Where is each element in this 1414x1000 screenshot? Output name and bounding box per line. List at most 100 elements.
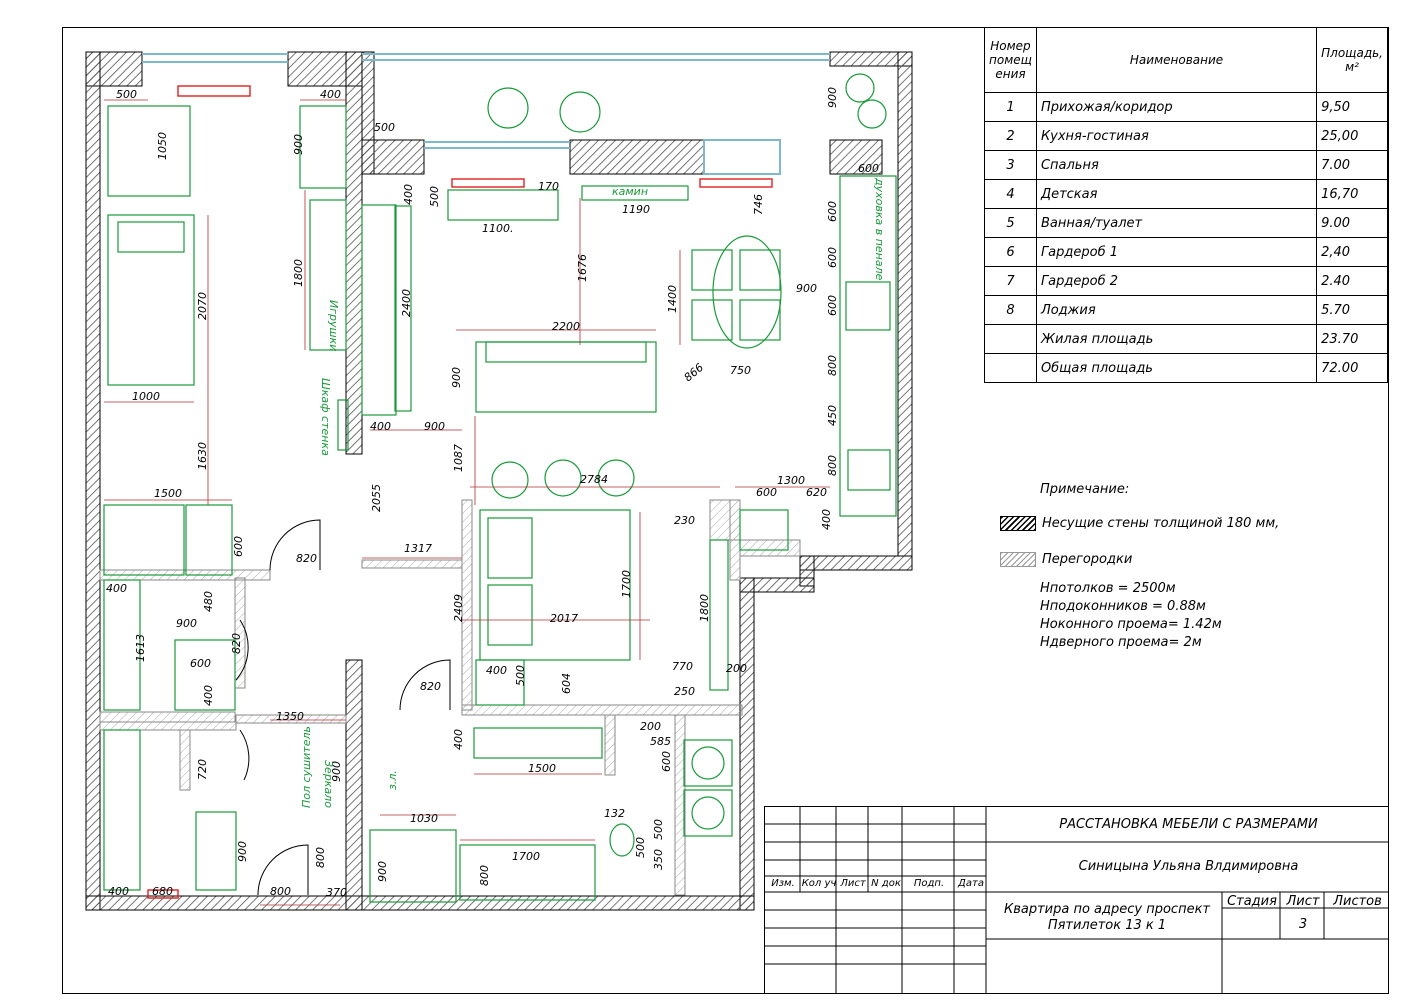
dim-text: 1087 [452,444,465,472]
dimension-texts: 500 400 500 1050 900 900 400 500 170 600… [106,87,879,899]
stage-label: Стадия [1227,894,1277,909]
cell-name: Общая площадь [1035,353,1318,383]
dim-text: 230 [674,514,695,527]
dim-text: 2055 [370,484,383,512]
cell-area: 23.70 [1316,324,1388,354]
room-table-header: Номер помещ ения Наименование Площадь, м… [984,27,1388,93]
address-text: Квартира по адресу проспект Пятилеток 13… [1003,902,1211,933]
toys-label: Игрушки [327,300,340,351]
dim-text: 500 [374,121,395,134]
sheet-label: Лист [1286,894,1320,909]
param-ceiling: Нпотолков = 2500м [1040,581,1176,596]
dim-text: 600 [190,657,211,670]
dim-text: 1800 [698,594,711,622]
dim-text: 800 [270,885,291,898]
dim-text: 585 [650,735,671,748]
plan-labels: камин Игрушки Шкаф стенка духовка в пена… [300,177,886,808]
dim-text: 1100. [482,222,514,235]
furniture [103,87,897,903]
cell-area: 2,40 [1316,237,1388,267]
dim-text: 900 [424,420,445,433]
wardrobe-wall-label: Шкаф стенка [319,378,332,456]
dim-text: 2409 [452,594,465,622]
partition-text: Перегородки [1042,552,1133,567]
dim-text: 720 [196,759,209,780]
dim-text: 680 [152,885,173,898]
dim-text: 800 [314,847,327,868]
cell-num: 1 [984,92,1037,122]
cell-num [984,324,1037,354]
dim-text: 600 [826,201,839,222]
header-name: Наименование [1035,27,1318,93]
dim-text: 400 [486,664,507,677]
dim-text: 1676 [576,254,589,282]
dim-text: 866 [682,361,706,384]
param-window: Ноконного проема= 1.42м [1040,617,1222,632]
dim-text: 1317 [404,542,432,555]
dim-text: 480 [202,591,215,612]
dim-text: 500 [652,819,665,840]
dim-text: 1190 [622,203,650,216]
dim-text: 2400 [400,289,413,317]
bearing-wall-text: Несущие стены толщиной 180 мм, [1042,516,1280,531]
title-text: РАССТАНОВКА МЕБЕЛИ С РАЗМЕРАМИ [1059,817,1318,832]
dim-text: 400 [202,685,215,706]
cell-name: Лоджия [1035,295,1318,325]
header-number: Номер помещ ения [984,27,1037,93]
dim-text: 500 [428,186,441,207]
notes-title: Примечание: [1040,482,1130,497]
col-podp: Подп. [913,878,945,889]
dim-text: 900 [292,134,305,155]
col-ndoc: N док [871,878,901,889]
param-door: Ндверного проема= 2м [1040,635,1202,650]
dim-text: 604 [560,673,573,694]
dim-text: 800 [826,355,839,376]
dim-text: 250 [674,685,695,698]
dim-text: 900 [176,617,197,630]
dim-text: 2200 [552,320,580,333]
cell-name: Гардероб 1 [1035,237,1318,267]
cell-num: 8 [984,295,1037,325]
title-block: РАССТАНОВКА МЕБЕЛИ С РАЗМЕРАМИ Синицына … [763,805,1389,994]
mirror-label: Зеркало [322,760,335,808]
dim-text: 500 [634,837,647,858]
dim-text: 800 [826,455,839,476]
cell-area: 7.00 [1316,150,1388,180]
dim-text: 2017 [550,612,578,625]
header-area: Площадь, м² [1316,27,1388,93]
cell-num [984,353,1037,383]
cell-name: Детская [1035,179,1318,209]
cell-name: Кухня-гостиная [1035,121,1318,151]
dim-text: 900 [450,367,463,388]
dim-text: 1700 [512,850,540,863]
author-text: Синицына Ульяна Влдимировна [1078,859,1299,874]
dim-text: 600 [826,247,839,268]
cell-name: Ванная/туалет [1035,208,1318,238]
cell-num: 3 [984,150,1037,180]
col-list: Лист [840,878,866,889]
sheets-label: Листов [1333,894,1382,909]
cell-num: 5 [984,208,1037,238]
dim-text: 746 [752,194,765,215]
cell-num: 6 [984,237,1037,267]
partition-swatch [1000,552,1036,567]
dim-text: 1613 [134,634,147,662]
col-kol: Кол уч [801,878,837,889]
cell-name: Прихожая/коридор [1035,92,1318,122]
dim-text: 750 [730,364,751,377]
title-block-grid [763,805,1389,994]
dim-text: 820 [420,680,441,693]
windows [142,53,830,175]
dim-text: 2784 [580,473,608,486]
dim-text: 1400 [666,285,679,313]
dim-text: 400 [108,885,129,898]
cell-area: 72.00 [1316,353,1388,383]
dim-text: 400 [106,582,127,595]
cell-area: 9.00 [1316,208,1388,238]
